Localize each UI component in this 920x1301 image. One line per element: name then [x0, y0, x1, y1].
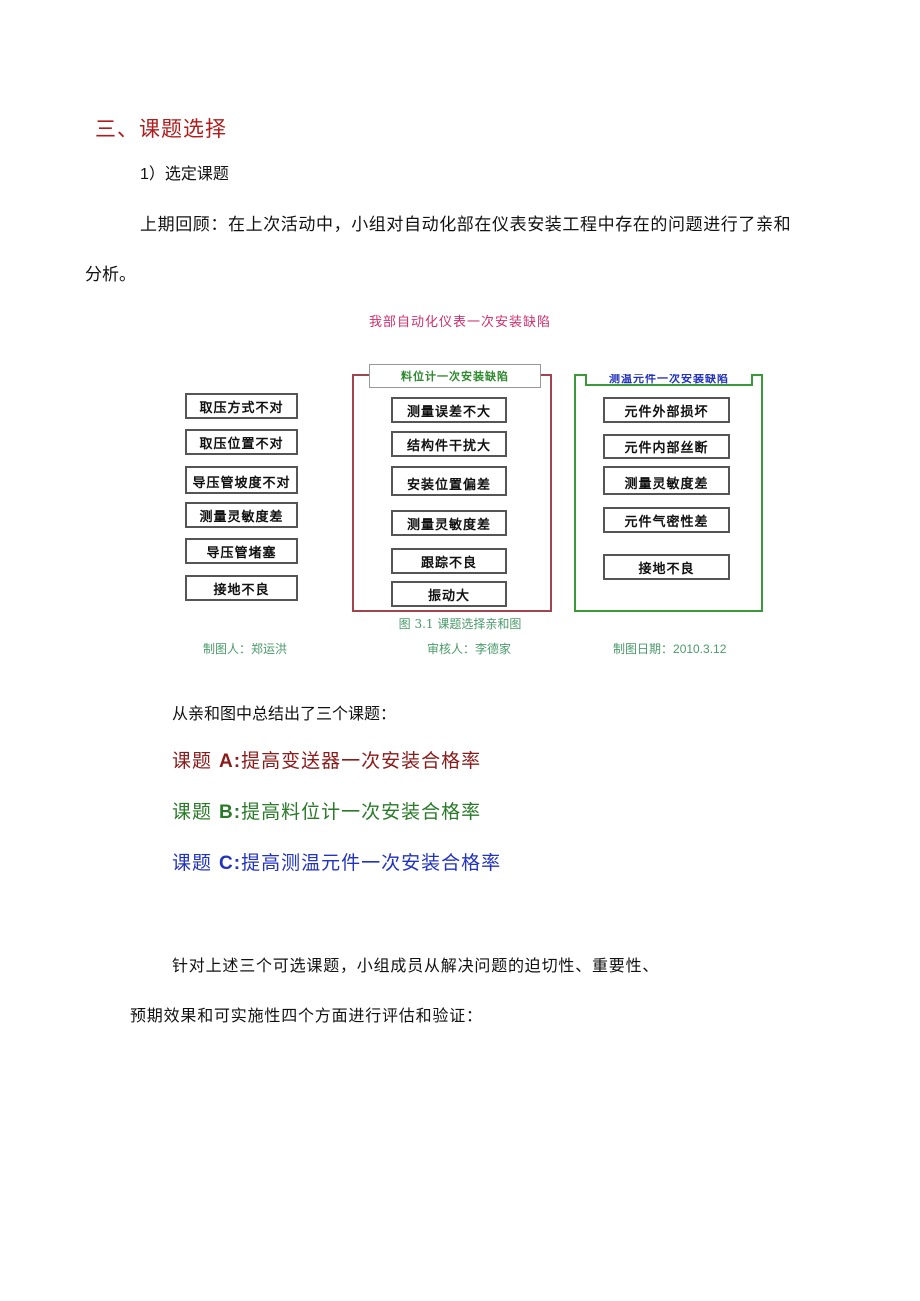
- figure-caption: 图 3.1 课题选择亲和图: [398, 617, 522, 631]
- defect-box: 元件气密性差: [603, 507, 730, 533]
- defect-box: 导压管坡度不对: [185, 466, 298, 494]
- credit-reviewer-label: 审核人：: [427, 642, 476, 656]
- topic-text: 提高测温元件一次安装合格率: [241, 852, 502, 874]
- review-paragraph-line1: 上期回顾：在上次活动中，小组对自动化部在仪表安装工程中存在的问题进行了亲和: [140, 215, 792, 235]
- topic-letter: B:: [219, 802, 242, 823]
- credit-author-name: 郑运洪: [251, 642, 288, 656]
- topic-c: 课题 C:提高测温元件一次安装合格率: [172, 848, 501, 875]
- defect-box: 元件外部损坏: [603, 397, 730, 423]
- subheading-text: 选定课题: [164, 164, 229, 183]
- defect-box: 测量灵敏度差: [185, 502, 298, 528]
- defect-box: 安装位置偏差: [391, 466, 507, 496]
- section-heading: 三、课题选择: [95, 117, 227, 141]
- topic-prefix: 课题: [172, 852, 220, 874]
- topic-text: 提高变送器一次安装合格率: [241, 750, 482, 772]
- evaluation-paragraph-line1: 针对上述三个可选课题，小组成员从解决问题的迫切性、重要性、: [172, 956, 660, 975]
- defect-box: 振动大: [391, 581, 507, 607]
- subheading: 1）选定课题: [140, 160, 229, 184]
- defect-box: 取压方式不对: [185, 393, 298, 419]
- credit-author-label: 制图人：: [203, 642, 252, 656]
- defect-box: 元件内部丝断: [603, 434, 730, 459]
- defect-box: 接地不良: [603, 554, 730, 580]
- credit-reviewer-name: 李德家: [475, 642, 512, 656]
- topic-a: 课题 A:提高变送器一次安装合格率: [172, 746, 481, 773]
- subheading-number: 1）: [140, 166, 165, 183]
- evaluation-paragraph-line2: 预期效果和可实施性四个方面进行评估和验证：: [130, 1006, 483, 1025]
- topic-prefix: 课题: [172, 801, 220, 823]
- topic-prefix: 课题: [172, 750, 220, 772]
- defect-box: 跟踪不良: [391, 548, 507, 574]
- credit-date: 制图日期：2010.3.12: [613, 640, 726, 657]
- credit-date-label: 制图日期：: [613, 642, 674, 656]
- topic-letter: C:: [219, 853, 242, 874]
- defect-box: 接地不良: [185, 575, 298, 601]
- review-paragraph-line2: 分析。: [85, 265, 136, 285]
- defect-box: 测量灵敏度差: [603, 466, 730, 495]
- defect-box: 结构件干扰大: [391, 431, 507, 457]
- topic-text: 提高料位计一次安装合格率: [241, 801, 482, 823]
- defect-box: 取压位置不对: [185, 429, 298, 455]
- defect-box: 导压管堵塞: [185, 538, 298, 564]
- summary-intro: 从亲和图中总结出了三个课题：: [172, 704, 397, 723]
- credit-author: 制图人：郑运洪: [203, 640, 287, 657]
- defect-box: 测量误差不大: [391, 397, 507, 423]
- defect-box: 测量灵敏度差: [391, 510, 507, 536]
- group-header: 料位计一次安装缺陷: [369, 364, 541, 388]
- topic-b: 课题 B:提高料位计一次安装合格率: [172, 797, 481, 824]
- group-header: 测温元件一次安装缺陷: [585, 374, 753, 386]
- topic-letter: A:: [219, 751, 242, 772]
- credit-date-value: 2010.3.12: [673, 642, 727, 656]
- credit-reviewer: 审核人：李德家: [427, 640, 511, 657]
- figure-title: 我部自动化仪表一次安装缺陷: [368, 315, 551, 330]
